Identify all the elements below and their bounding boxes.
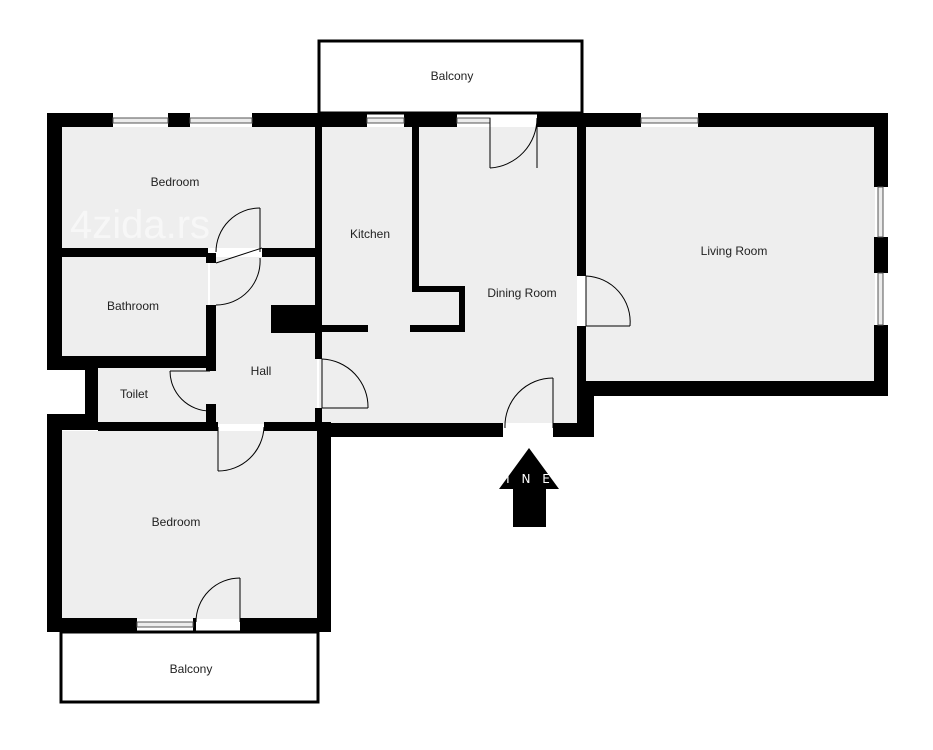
balcony-top-area <box>317 39 584 115</box>
room-label-balcony-top: Balcony <box>431 69 474 83</box>
room-label-bathroom: Bathroom <box>107 299 159 313</box>
entrance-label: I N E <box>506 472 554 486</box>
walls <box>47 113 888 632</box>
room-label-kitchen: Kitchen <box>350 227 390 241</box>
watermark-text: 4zida.rs <box>70 203 210 247</box>
balcony-bottom-area <box>59 630 320 704</box>
entrance-arrow-icon: I N E <box>499 448 559 527</box>
room-label-living-room: Living Room <box>701 244 768 258</box>
windows <box>112 117 884 628</box>
doors <box>169 117 631 623</box>
room-label-bedroom-top: Bedroom <box>151 175 200 189</box>
room-label-dining-room: Dining Room <box>487 286 556 300</box>
room-label-bedroom-bottom: Bedroom <box>152 515 201 529</box>
floor-areas <box>62 127 875 619</box>
room-label-toilet: Toilet <box>120 387 149 401</box>
room-label-hall: Hall <box>251 364 272 378</box>
room-label-balcony-bottom: Balcony <box>170 662 213 676</box>
